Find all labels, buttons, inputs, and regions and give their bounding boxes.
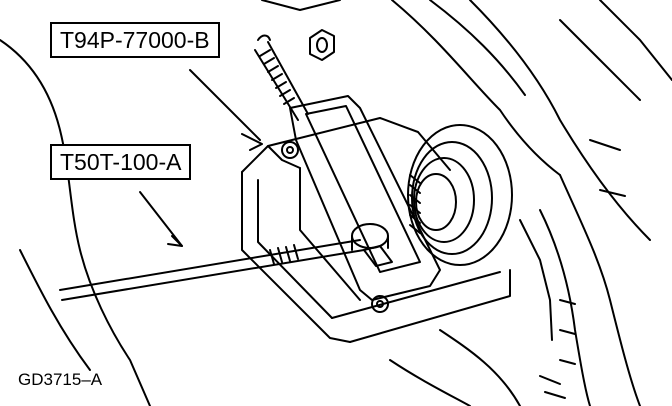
remover-frame: [241, 95, 511, 343]
callout-tool-label: T50T-100-A: [50, 144, 192, 180]
leader-line-2: [139, 191, 183, 247]
leader-line-1: [189, 69, 261, 141]
forcing-screw: [254, 34, 309, 121]
figure-code: GD3715–A: [18, 370, 103, 389]
remover-shaft: [59, 223, 393, 301]
seal-assembly: [407, 124, 513, 266]
callout-tool-label: T94P-77000-B: [50, 22, 220, 58]
leader-arrow-2: [167, 235, 183, 247]
leader-arrow-1: [241, 133, 263, 151]
hex-nut: [309, 29, 335, 61]
leader-lines: [139, 69, 263, 247]
